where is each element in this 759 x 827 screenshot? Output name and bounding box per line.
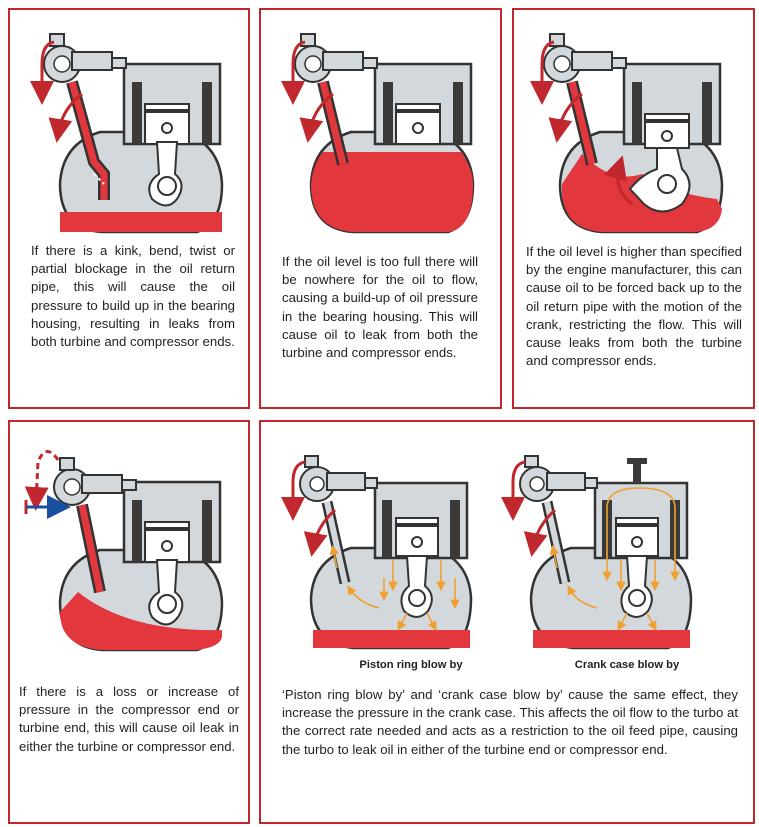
- caption-piston-ring-blow-by: Piston ring blow by: [359, 659, 463, 671]
- panel-1-description: If there is a kink, bend, twist or parti…: [31, 243, 235, 350]
- engine-diagram-crank-splash: [530, 33, 724, 234]
- panel-kinked-return-pipe: If there is a kink, bend, twist or parti…: [8, 8, 250, 409]
- engine-diagram-overfilled: [281, 33, 475, 234]
- panel-4-description: If there is a loss or increase of pressu…: [19, 684, 239, 754]
- panel-5-description: ‘Piston ring blow by’ and ‘crank case bl…: [282, 687, 738, 757]
- engine-diagram-pressure: [24, 450, 224, 652]
- panel-oil-level-too-full: If the oil level is too full there will …: [259, 8, 502, 409]
- engine-diagram-crank-case-blow-by: [501, 455, 693, 650]
- engine-diagram-piston-ring-blow-by: [281, 455, 473, 650]
- panel-blow-by: Piston ring blow by: [259, 420, 755, 824]
- oil-pressure-level: [60, 592, 222, 650]
- panel-pressure-loss: If there is a loss or increase of pressu…: [8, 420, 250, 824]
- panel-oil-level-higher: If the oil level is higher than specifie…: [512, 8, 755, 409]
- oil-sump-level: [60, 212, 222, 232]
- oil-overfilled: [311, 152, 473, 232]
- panel-2-description: If the oil level is too full there will …: [282, 254, 478, 361]
- engine-diagram-kinked-pipe: [30, 33, 224, 234]
- panel-3-description: If the oil level is higher than specifie…: [526, 244, 742, 369]
- caption-crank-case-blow-by: Crank case blow by: [574, 659, 680, 671]
